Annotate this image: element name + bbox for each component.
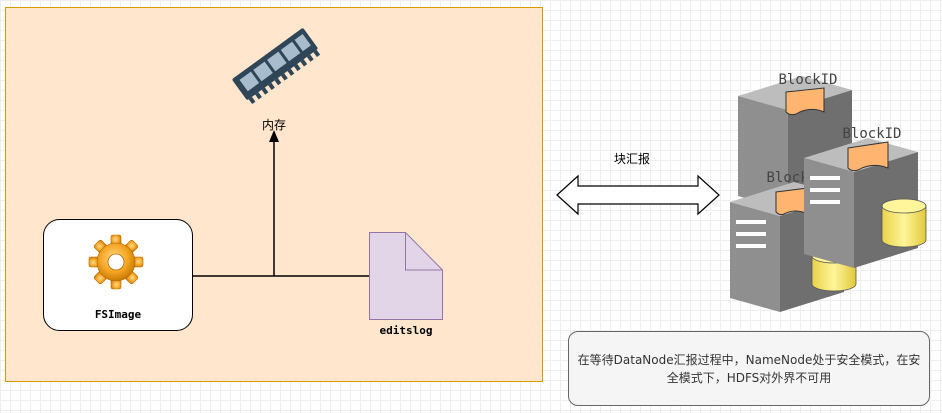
- memory-chip-icon: [232, 28, 321, 105]
- arrow-head-up: [269, 130, 279, 142]
- editslog-label: editslog: [380, 324, 433, 337]
- database-icon: [881, 198, 927, 248]
- gear-icon: [88, 234, 144, 290]
- server-icon: [804, 138, 918, 268]
- fsimage-label: FSImage: [95, 308, 142, 321]
- blockid-label-1: BlockID: [778, 72, 837, 88]
- block-report-label: 块汇报: [614, 151, 650, 166]
- safe-mode-note-text: 在等待DataNode汇报过程中，NameNode处于安全模式，在安全模式下，H…: [577, 352, 921, 385]
- safe-mode-note: 在等待DataNode汇报过程中，NameNode处于安全模式，在安全模式下，H…: [568, 331, 930, 406]
- block-report-double-arrow: [556, 174, 720, 216]
- memory-label: 内存: [262, 118, 286, 132]
- blockid-label-2: BlockID: [842, 126, 901, 142]
- document-icon: [369, 232, 443, 320]
